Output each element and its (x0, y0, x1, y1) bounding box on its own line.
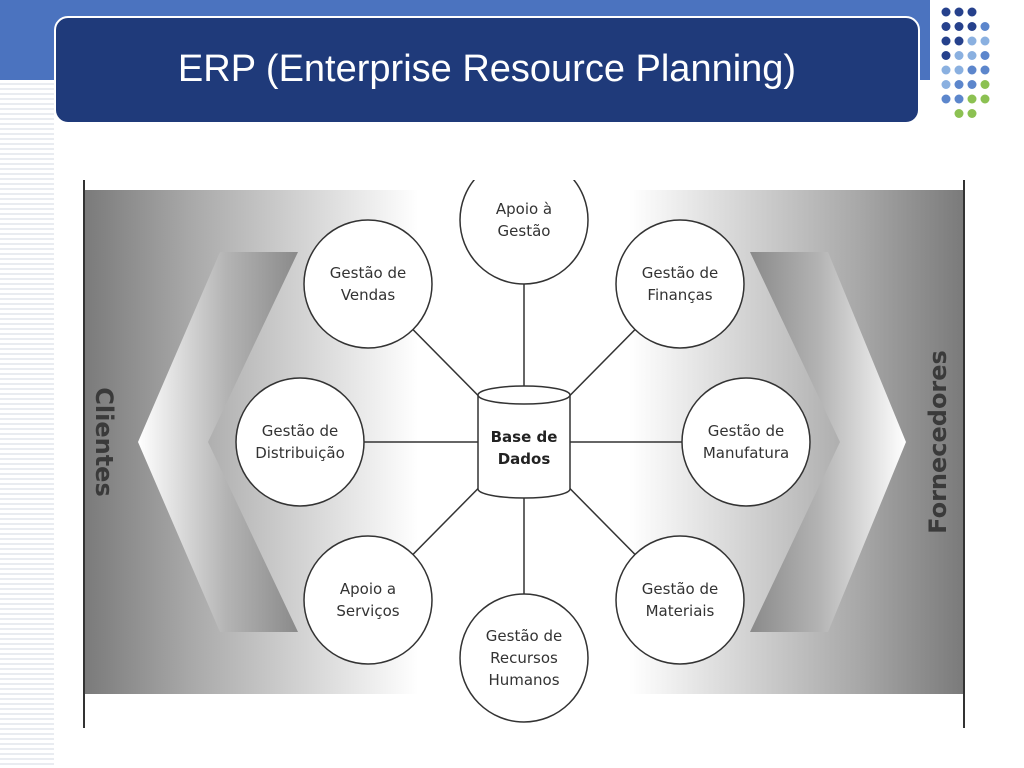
module-label: Humanos (488, 671, 559, 689)
decor-dot (980, 22, 990, 31)
module-gestao-vendas: Gestão de Vendas (303, 219, 433, 349)
slide-title: ERP (Enterprise Resource Planning) (177, 48, 797, 90)
decor-dot (967, 51, 977, 60)
module-label: Apoio à (496, 200, 552, 218)
decor-dot (967, 36, 977, 46)
module-label: Gestão de (642, 580, 718, 598)
title-banner: ERP (Enterprise Resource Planning) (54, 16, 920, 124)
module-circle (615, 535, 745, 665)
database-cylinder: Base de Dados (477, 385, 571, 499)
clientes-label: Clientes (90, 387, 118, 496)
module-label: Apoio a (340, 580, 396, 598)
decor-dot (941, 22, 951, 31)
module-circle (459, 593, 589, 723)
decor-dot (954, 65, 964, 75)
module-label: Gestão de (486, 627, 562, 645)
decor-dot (967, 109, 977, 118)
module-label: Serviços (336, 602, 399, 620)
module-label: Finanças (647, 286, 712, 304)
module-gestao-materiais: Gestão de Materiais (615, 535, 745, 665)
module-label: Gestão de (708, 422, 784, 440)
decor-dot (967, 22, 977, 31)
module-label: Recursos (490, 649, 558, 667)
module-label: Gestão (498, 222, 551, 240)
dot-grid-decoration (941, 7, 990, 118)
decor-dot (954, 80, 964, 89)
module-circle (303, 219, 433, 349)
module-label: Manufatura (703, 444, 789, 462)
decor-dot (954, 7, 964, 17)
decor-dot (954, 36, 964, 46)
module-label: Distribuição (255, 444, 345, 462)
module-label: Gestão de (262, 422, 338, 440)
decor-dot (980, 80, 990, 89)
erp-diagram-svg: Clientes Fornecedores Apoio àGestãoGestã… (83, 180, 965, 728)
module-circle (303, 535, 433, 665)
decor-dot (941, 36, 951, 46)
module-circle (235, 377, 365, 507)
left-stripe-decoration (0, 0, 54, 768)
decor-dot (941, 80, 951, 89)
decor-dot (954, 51, 964, 60)
module-label: Materiais (646, 602, 715, 620)
decor-dot (967, 65, 977, 75)
decor-dot (941, 7, 951, 17)
decor-dot (980, 65, 990, 75)
database-label-line2: Dados (498, 450, 551, 468)
module-apoio-gestao: Apoio à Gestão (459, 180, 589, 285)
module-circle (459, 180, 589, 285)
decor-dot (967, 94, 977, 104)
dot-grid (941, 7, 990, 118)
decor-dot (980, 94, 990, 104)
database-label-line1: Base de (491, 428, 558, 446)
module-label: Gestão de (642, 264, 718, 282)
decor-dot (980, 51, 990, 60)
module-gestao-manufatura: Gestão de Manufatura (681, 377, 811, 507)
decor-dot (941, 51, 951, 60)
decor-dot (941, 94, 951, 104)
module-label: Gestão de (330, 264, 406, 282)
module-circle (615, 219, 745, 349)
fornecedores-chevron (750, 252, 906, 632)
fornecedores-label: Fornecedores (924, 350, 952, 534)
module-label: Vendas (341, 286, 396, 304)
module-gestao-distribuicao: Gestão de Distribuição (235, 377, 365, 507)
decor-dot (954, 109, 964, 118)
clientes-chevron (138, 252, 298, 632)
module-circle (681, 377, 811, 507)
decor-dot (967, 7, 977, 17)
decor-dot (954, 22, 964, 31)
decor-dot (980, 36, 990, 46)
module-gestao-financas: Gestão de Finanças (615, 219, 745, 349)
decor-dot (941, 65, 951, 75)
decor-dot (967, 80, 977, 89)
module-apoio-servicos: Apoio a Serviços (303, 535, 433, 665)
decor-dot (954, 94, 964, 104)
